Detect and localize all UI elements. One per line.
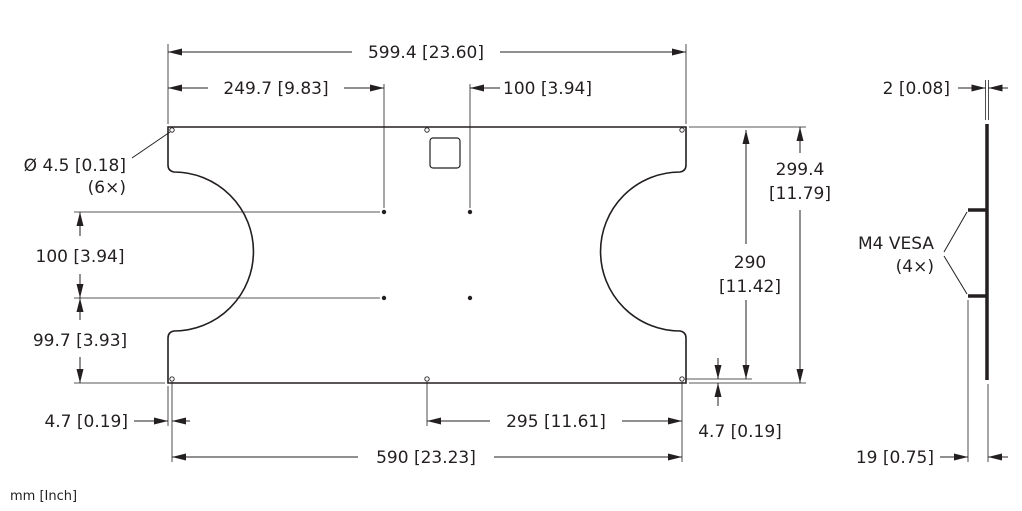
mount-hole <box>679 376 685 382</box>
vesa-hole <box>381 295 387 301</box>
vesa-hole <box>467 295 473 301</box>
vesa-hole <box>467 209 473 215</box>
dim-side-depth: 19 [0.75] <box>856 448 934 468</box>
dim-left-edge-offset: 4.7 [0.19] <box>44 412 128 432</box>
dim-hole-h-spacing: 590 [23.23] <box>376 448 476 468</box>
square-cutout <box>429 137 461 169</box>
dim-hole-dia-1: Ø 4.5 [0.18] <box>24 156 126 176</box>
dim-hole-v-spacing-1: 290 <box>734 253 766 273</box>
dim-vesa-h-spacing: 100 [3.94] <box>503 79 592 99</box>
dim-overall-width: 599.4 [23.60] <box>368 43 484 63</box>
dim-bottom-to-vesa: 99.7 [3.93] <box>33 331 127 351</box>
mount-hole <box>169 376 175 382</box>
mount-hole <box>169 127 175 133</box>
vesa-label-2: (4×) <box>896 257 934 277</box>
mount-hole <box>424 127 430 133</box>
dim-vesa-v-spacing: 100 [3.94] <box>36 247 125 267</box>
dim-overall-height-2: [11.79] <box>769 184 831 204</box>
mount-hole <box>679 127 685 133</box>
units-note: mm [Inch] <box>10 489 77 504</box>
dim-left-to-vesa: 249.7 [9.83] <box>223 79 328 99</box>
dim-hole-v-spacing-2: [11.42] <box>719 277 781 297</box>
mount-hole <box>424 376 430 382</box>
vesa-label-1: M4 VESA <box>858 234 934 254</box>
dim-hole-dia-2: (6×) <box>88 178 126 198</box>
dim-center-hole-offset: 295 [11.61] <box>506 412 606 432</box>
dim-plate-thickness: 2 [0.08] <box>883 79 950 99</box>
dim-overall-height-1: 299.4 <box>776 160 825 180</box>
dim-bottom-edge-offset: 4.7 [0.19] <box>698 422 782 442</box>
plate-outline <box>167 126 687 384</box>
vesa-hole <box>381 209 387 215</box>
